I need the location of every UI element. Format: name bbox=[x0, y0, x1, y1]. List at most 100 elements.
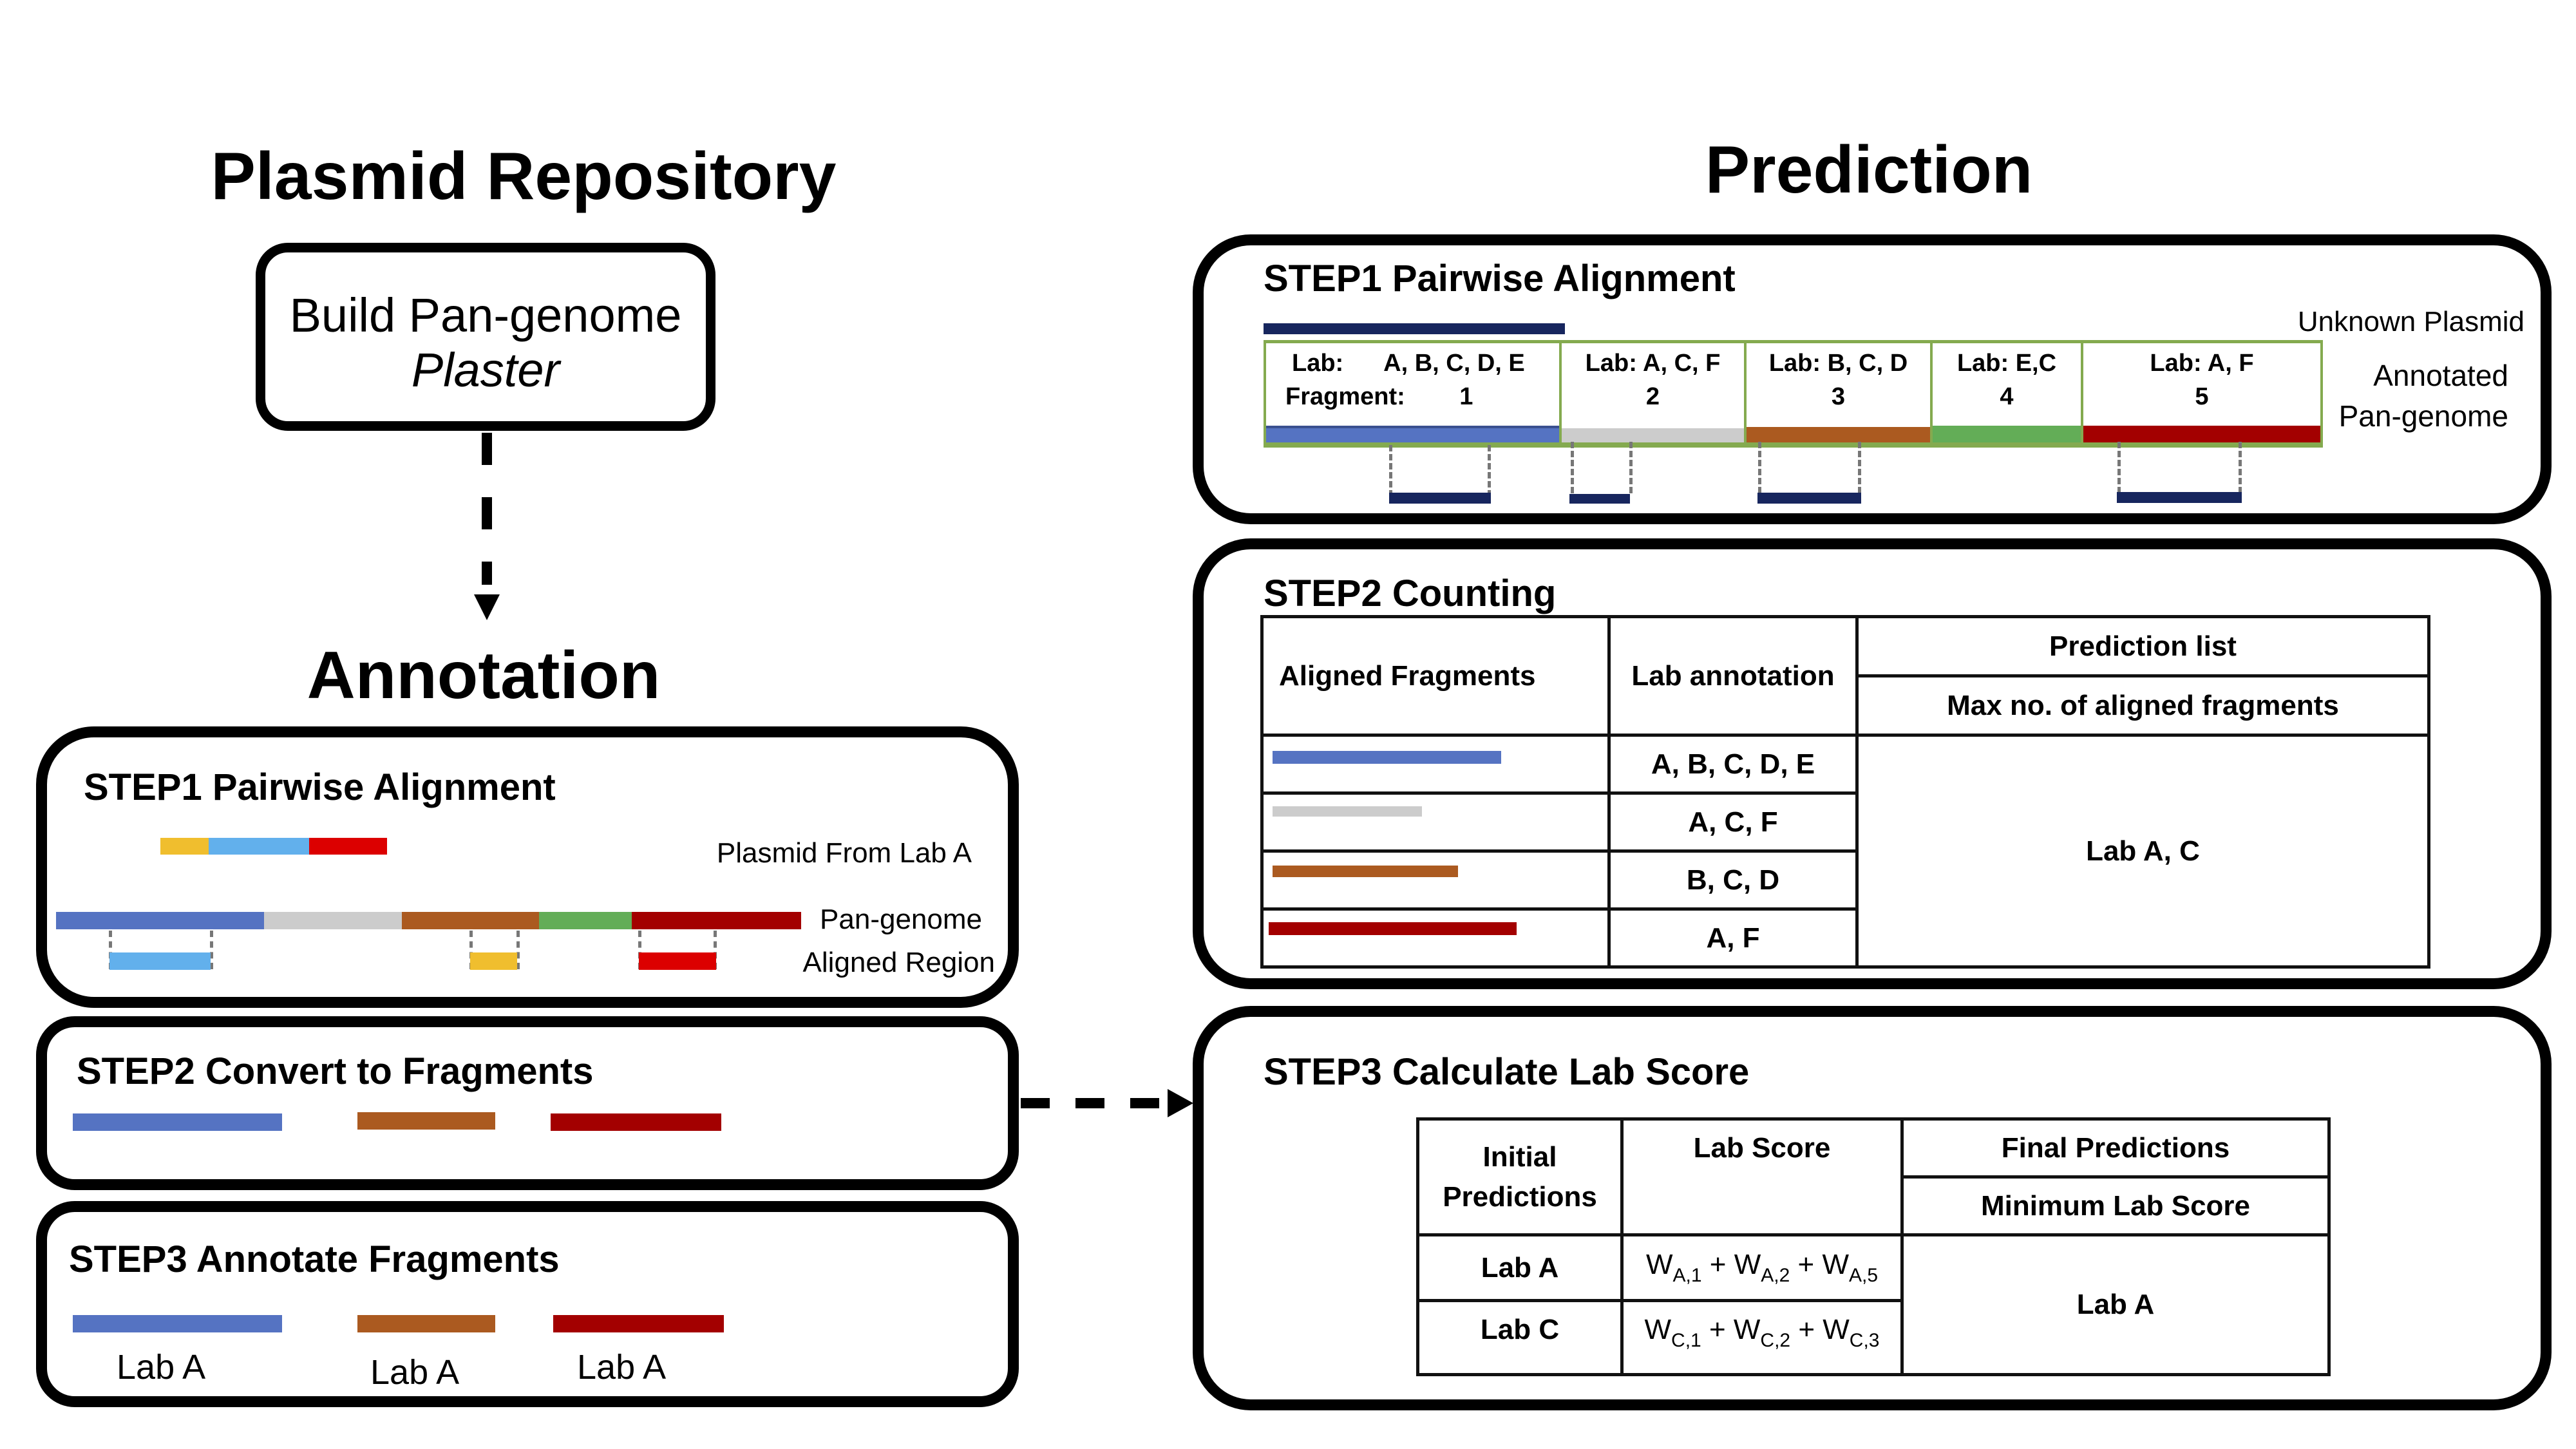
alignment-tick bbox=[714, 931, 717, 969]
repository-to-annotation-arrow bbox=[474, 433, 500, 620]
fragment-number: 2 bbox=[1645, 383, 1660, 410]
fragment-blue bbox=[73, 1113, 282, 1131]
annotated-fragment-brown bbox=[357, 1315, 495, 1332]
lab-annotation-cell: A, F bbox=[1607, 907, 1859, 969]
fragment-number: 5 bbox=[2195, 383, 2209, 410]
fragment-lab-list: Lab: A, C, F bbox=[1585, 350, 1721, 377]
annotated-fragment-cell: Lab: E,C 4 bbox=[1931, 343, 2082, 442]
prediction-step2-box: STEP2 Counting Aligned Fragments Lab ann… bbox=[1193, 538, 2552, 989]
final-prediction-result: Lab A bbox=[1900, 1233, 2331, 1376]
unknown-aligned-region bbox=[1757, 493, 1861, 504]
annotated-fragment-cell: Lab: A, C, F 2 bbox=[1560, 343, 1745, 442]
pangenome-segment-2 bbox=[264, 912, 402, 929]
fragment-lab-list: Lab: A, B, C, D, E bbox=[1292, 350, 1525, 377]
lab-annotation-cell: A, B, C, D, E bbox=[1607, 734, 1859, 795]
alignment-tick bbox=[1629, 442, 1633, 493]
final-predictions-header: Final Predictions bbox=[1900, 1117, 2331, 1179]
fragment-swatch bbox=[1273, 751, 1501, 764]
aligned-region-lightblue bbox=[109, 952, 211, 970]
alignment-tick bbox=[1858, 442, 1861, 493]
fragment-color-bar bbox=[1933, 426, 2081, 442]
lab-annotation-cell: A, C, F bbox=[1607, 791, 1859, 853]
plasmid-from-lab-a-label: Plasmid From Lab A bbox=[716, 837, 972, 869]
fragment-color-bar bbox=[1266, 426, 1559, 442]
pangenome-segment-3 bbox=[402, 912, 539, 929]
plasmid-segment-yellow bbox=[160, 838, 209, 855]
prediction-list-header: Prediction list bbox=[1855, 615, 2430, 677]
alignment-tick bbox=[469, 931, 473, 969]
unknown-aligned-region bbox=[1569, 494, 1630, 504]
fragment-lab-label: Lab A bbox=[370, 1353, 460, 1392]
unknown-plasmid-bar bbox=[1264, 323, 1565, 334]
annotation-step2-title: STEP2 Convert to Fragments bbox=[77, 1050, 594, 1092]
weight-term: WA,5 bbox=[1822, 1249, 1878, 1286]
fragment-color-bar bbox=[2083, 426, 2320, 442]
fragment-swatch bbox=[1273, 806, 1422, 817]
annotation-step1-title: STEP1 Pairwise Alignment bbox=[84, 766, 556, 808]
alignment-tick bbox=[516, 931, 520, 969]
lab-score-formula: WC,1 + WC,2 + WC,3 bbox=[1620, 1299, 1904, 1376]
pangenome-label: Pan-genome bbox=[820, 904, 982, 935]
fragment-swatch bbox=[1269, 922, 1517, 935]
aligned-region-red bbox=[639, 952, 716, 970]
fragment-lab-label: Lab A bbox=[117, 1348, 206, 1387]
weight-term: WA,1 bbox=[1646, 1249, 1702, 1286]
counting-table: Aligned Fragments Lab annotation Predict… bbox=[1260, 615, 2430, 969]
initial-prediction-cell: Lab C bbox=[1416, 1299, 1624, 1376]
annotated-pangenome: Lab: A, B, C, D, E Fragment: 1 Lab: A, C… bbox=[1264, 340, 2323, 448]
pangenome-segment-5 bbox=[632, 912, 801, 929]
build-pangenome-label: Build Pan-genome bbox=[289, 289, 682, 342]
fragment-lab-label: Lab A bbox=[577, 1348, 667, 1387]
aligned-fragments-header: Aligned Fragments bbox=[1260, 615, 1611, 737]
fragment-lab-list: Lab: A, F bbox=[2150, 350, 2254, 377]
plaster-label: Plaster bbox=[411, 343, 560, 397]
initial-prediction-cell: Lab A bbox=[1416, 1233, 1624, 1302]
weight-term: WC,2 bbox=[1733, 1314, 1791, 1351]
lab-score-formula: WA,1 + WA,2 + WA,5 bbox=[1620, 1233, 1904, 1302]
fragment-swatch-cell bbox=[1260, 907, 1611, 969]
plasmid-segment-lightblue bbox=[209, 838, 309, 855]
fragment-number: 4 bbox=[2000, 383, 2014, 410]
fragment-swatch-cell bbox=[1260, 791, 1611, 853]
alignment-tick bbox=[210, 931, 213, 969]
alignment-tick bbox=[638, 931, 641, 969]
prediction-result-cell: Lab A, C bbox=[1855, 734, 2430, 969]
annotation-title: Annotation bbox=[307, 638, 661, 713]
alignment-tick bbox=[2117, 442, 2121, 493]
lab-annotation-cell: B, C, D bbox=[1607, 849, 1859, 911]
fragment-darkred bbox=[551, 1113, 721, 1131]
annotated-pangenome-label-line2: Pan-genome bbox=[2338, 399, 2508, 433]
unknown-aligned-region bbox=[2117, 492, 2242, 503]
aligned-region-yellow bbox=[470, 952, 517, 970]
annotated-fragment-darkred bbox=[553, 1315, 724, 1332]
annotated-fragment-cell: Lab: A, B, C, D, E Fragment: 1 bbox=[1264, 343, 1560, 442]
prediction-step3-title: STEP3 Calculate Lab Score bbox=[1264, 1051, 1750, 1093]
prediction-step2-title: STEP2 Counting bbox=[1264, 573, 1557, 614]
unknown-aligned-region bbox=[1389, 493, 1491, 504]
prediction-title: Prediction bbox=[1705, 133, 2033, 207]
max-aligned-header: Max no. of aligned fragments bbox=[1855, 674, 2430, 737]
aligned-region-label: Aligned Region bbox=[802, 947, 995, 978]
annotated-fragment-cell: Lab: A, F 5 bbox=[2082, 343, 2323, 442]
repository-title: Plasmid Repository bbox=[211, 139, 837, 214]
lab-score-header: Lab Score bbox=[1620, 1117, 1904, 1236]
fragment-swatch-cell bbox=[1260, 849, 1611, 911]
fragment-color-bar bbox=[1747, 427, 1930, 442]
weight-term: WC,1 bbox=[1644, 1314, 1701, 1351]
annotated-pangenome-label-line1: Annotated bbox=[2373, 359, 2508, 392]
unknown-plasmid-label: Unknown Plasmid bbox=[2297, 306, 2524, 337]
weight-term: WC,3 bbox=[1823, 1314, 1880, 1351]
annotation-to-prediction-arrow bbox=[1021, 1089, 1193, 1117]
weight-term: WA,2 bbox=[1734, 1249, 1790, 1286]
annotation-step3-box: STEP3 Annotate Fragments Lab A Lab A Lab… bbox=[36, 1201, 1019, 1407]
annotated-fragment-cell: Lab: B, C, D 3 bbox=[1745, 343, 1931, 442]
fragment-number: 3 bbox=[1831, 383, 1846, 410]
build-pangenome-box: Build Pan-genome Plaster bbox=[256, 243, 715, 431]
plasmid-segment-red bbox=[309, 838, 387, 855]
annotation-step3-title: STEP3 Annotate Fragments bbox=[69, 1238, 560, 1280]
fragment-brown bbox=[357, 1112, 495, 1130]
fragment-swatch-cell bbox=[1260, 734, 1611, 795]
